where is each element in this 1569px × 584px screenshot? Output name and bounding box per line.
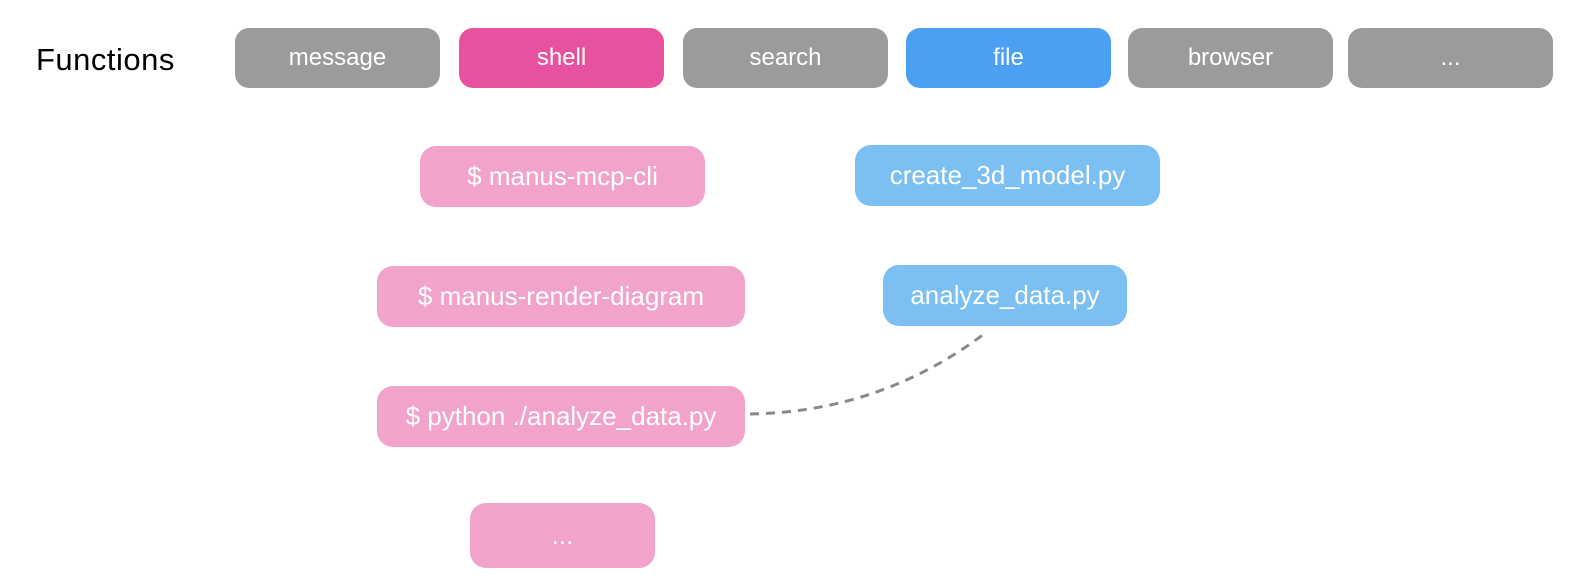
- function-tab-shell: shell: [459, 28, 664, 88]
- file-node-create-3d-model: create_3d_model.py: [855, 145, 1160, 206]
- file-node-analyze-data: analyze_data.py: [883, 265, 1127, 326]
- shell-command-manus-mcp-cli: $ manus-mcp-cli: [420, 146, 705, 207]
- shell-command-manus-render-diagram: $ manus-render-diagram: [377, 266, 745, 327]
- dashed-connector-path: [749, 332, 985, 416]
- shell-command-more: ...: [470, 503, 655, 568]
- function-tab-message: message: [235, 28, 440, 88]
- function-tab-browser: browser: [1128, 28, 1333, 88]
- shell-command-python-analyze-data: $ python ./analyze_data.py: [377, 386, 745, 447]
- function-tab-search: search: [683, 28, 888, 88]
- function-tab-file: file: [906, 28, 1111, 88]
- dashed-connector: [749, 332, 985, 416]
- function-tab-more: ...: [1348, 28, 1553, 88]
- diagram-title: Functions: [36, 42, 175, 77]
